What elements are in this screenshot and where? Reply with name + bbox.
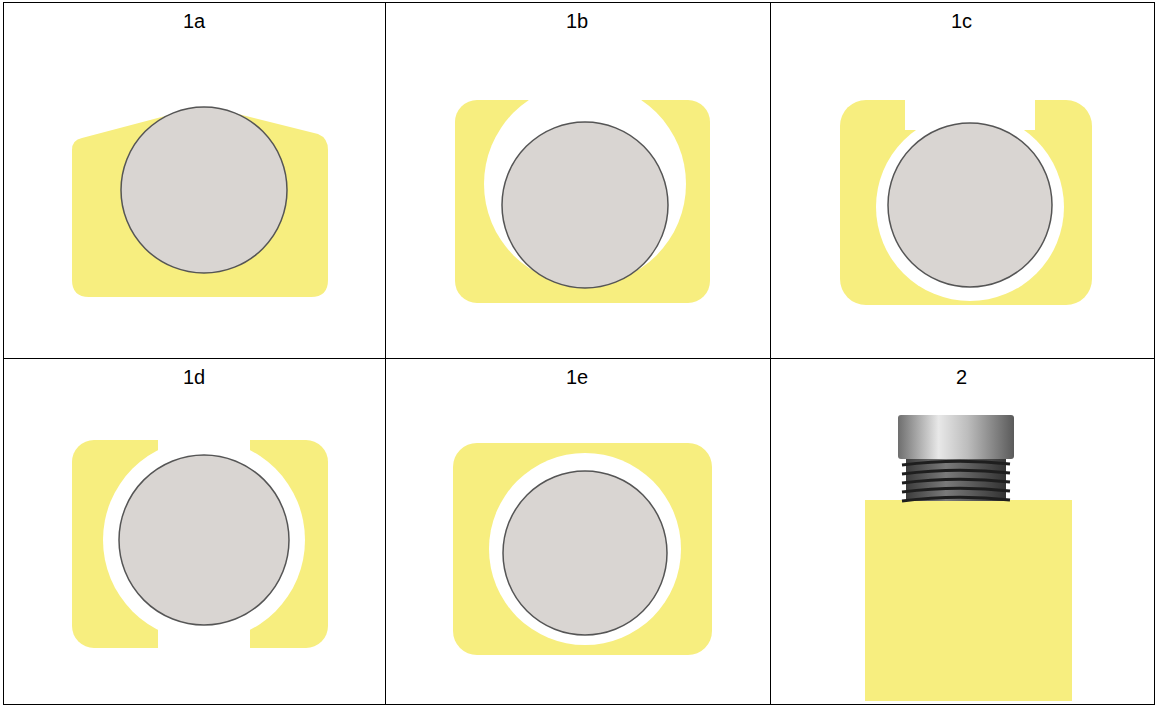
panel-label: 1d	[183, 366, 205, 388]
bone-section-1c	[840, 95, 1092, 305]
screw-thread	[902, 497, 1010, 501]
screw-thread	[902, 461, 1010, 465]
screw-thread	[902, 470, 1010, 474]
bone-section-1b	[455, 83, 710, 303]
bone-section-1e	[453, 443, 712, 655]
implant-side-view	[865, 415, 1072, 701]
table-grid	[3, 2, 1155, 705]
panel-label: 1c	[951, 10, 972, 32]
panel-label: 1e	[566, 366, 588, 388]
bone-section-1a	[72, 100, 328, 297]
screw-thread	[902, 488, 1010, 492]
bone-section-1d	[72, 432, 328, 652]
panel-label: 1a	[183, 10, 205, 32]
panel-label: 2	[956, 366, 967, 388]
screw-thread	[902, 479, 1010, 483]
panel-label: 1b	[566, 10, 588, 32]
